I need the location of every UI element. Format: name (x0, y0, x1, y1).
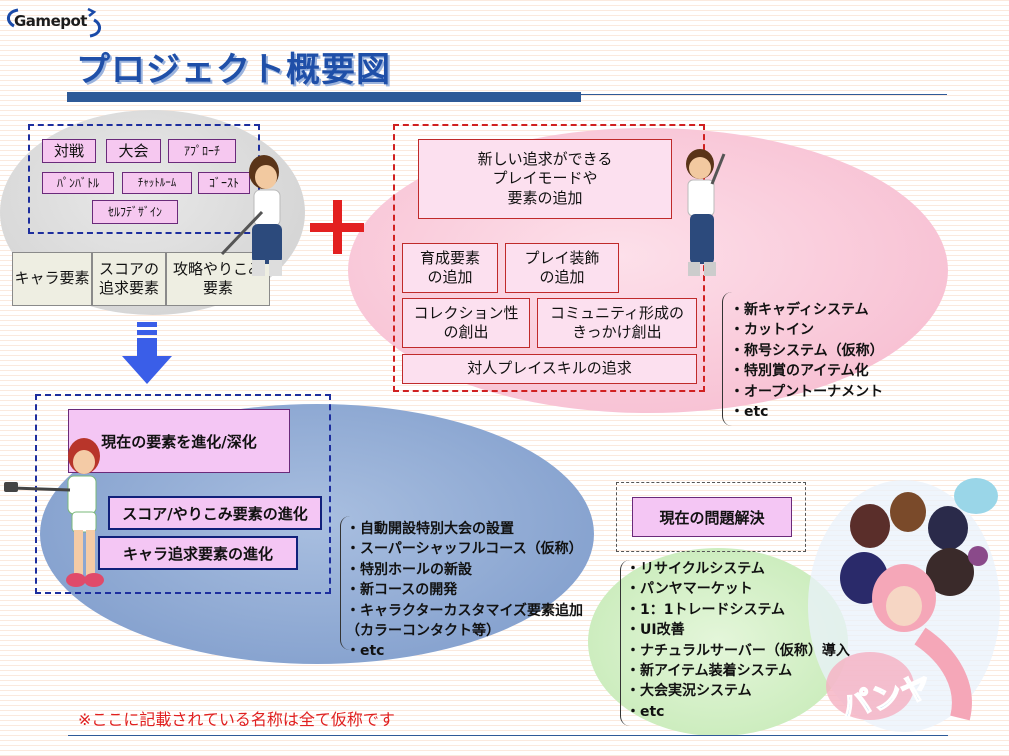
problem-solving-ellipse (588, 548, 848, 736)
tag-selfdesign: ｾﾙﾌﾃﾞｻﾞｲﾝ (92, 200, 178, 224)
evolve-main-box: 現在の要素を進化/深化 (68, 409, 290, 473)
list-item: ・パンヤマーケット (626, 581, 753, 598)
list-item: ・新キャディシステム (730, 302, 869, 318)
chara-element-box: キャラ要素 (12, 252, 92, 306)
list-item: ・オープントーナメント (730, 383, 884, 400)
evolve-frame (35, 394, 331, 594)
tag-taikai: 大会 (106, 139, 161, 163)
chara-evolve-box: キャラ追求要素の進化 (98, 536, 298, 570)
logo-text: Gamepot (14, 12, 87, 30)
solve-frame (616, 482, 806, 552)
list-item: ・自動開設特別大会の設置 (346, 521, 514, 537)
list-item: ・1：1トレードシステム (626, 601, 786, 618)
plus-icon (306, 196, 368, 258)
evolve-list-brace (340, 516, 350, 650)
solve-title-box: 現在の問題解決 (632, 497, 792, 537)
new-mode-box: 新しい追求ができる プレイモードや 要素の追加 (418, 139, 672, 219)
tag-chatroom: ﾁｬｯﾄﾙｰﾑ (122, 172, 192, 194)
logo-swirl-icon (7, 7, 101, 38)
tag-taisen: 対戦 (42, 139, 96, 163)
list-item: （カラーコンタクト等） (346, 623, 500, 640)
score-element-box: スコアの 追求要素 (92, 252, 166, 306)
strategy-element-box: 攻略やりこみ 要素 (166, 252, 270, 306)
list-item: ・大会実況システム (626, 683, 752, 700)
list-item: ・etc (626, 703, 665, 720)
list-item: ・etc (346, 643, 385, 660)
page-title: プロジェクト概要図 (76, 50, 391, 90)
new-list-brace (722, 292, 732, 426)
title-underline-bar (67, 92, 581, 102)
list-item: ・カットイン (730, 322, 814, 339)
list-item: ・スーパーシャッフルコース（仮称） (346, 541, 583, 558)
new-feature-list: ・新キャディシステム ・カットイン ・称号システム（仮称） ・特別賞のアイテム化… (730, 300, 884, 422)
solve-list-brace (620, 560, 630, 726)
list-item: ・新コースの開発 (346, 582, 458, 599)
footer-line (68, 735, 948, 736)
tag-panbattle: ﾊﾟﾝﾊﾞﾄﾙ (42, 172, 114, 194)
list-item: ・特別ホールの新設 (346, 561, 472, 578)
list-item: ・キャラクターカスタマイズ要素追加 (346, 602, 584, 619)
gamepot-logo (4, 6, 104, 40)
tag-ghost: ｺﾞｰｽﾄ (198, 172, 250, 194)
list-item: ・新アイテム装着システム (626, 663, 793, 680)
collection-box: コレクション性 の創出 (402, 298, 530, 348)
score-evolve-box: スコア/やりこみ要素の進化 (108, 496, 322, 530)
svg-text:パンヤ: パンヤ (837, 670, 934, 726)
list-item: ・特別賞のアイテム化 (730, 363, 869, 380)
provisional-name-note: ※ここに記載されている名称は全て仮称です (78, 710, 395, 729)
evolve-feature-list: ・自動開設特別大会の設置 ・スーパーシャッフルコース（仮称） ・特別ホールの新設… (346, 519, 583, 662)
play-decoration-box: プレイ装飾 の追加 (505, 243, 619, 293)
community-box: コミュニティ形成の きっかけ創出 (537, 298, 697, 348)
list-item: ・称号システム（仮称） (730, 342, 884, 359)
down-arrow-icon (122, 322, 172, 384)
solve-feature-list: ・リサイクルシステム ・パンヤマーケット ・1：1トレードシステム ・UI改善 … (626, 559, 850, 722)
title-underline-line (581, 94, 947, 95)
tag-approach: ｱﾌﾟﾛｰﾁ (168, 139, 236, 163)
list-item: ・ナチュラルサーバー（仮称）導入 (626, 642, 850, 659)
list-item: ・etc (730, 404, 769, 421)
pvp-skill-box: 対人プレイスキルの追求 (402, 354, 697, 384)
list-item: ・リサイクルシステム (626, 561, 765, 577)
list-item: ・UI改善 (626, 622, 685, 639)
growth-element-box: 育成要素 の追加 (402, 243, 498, 293)
